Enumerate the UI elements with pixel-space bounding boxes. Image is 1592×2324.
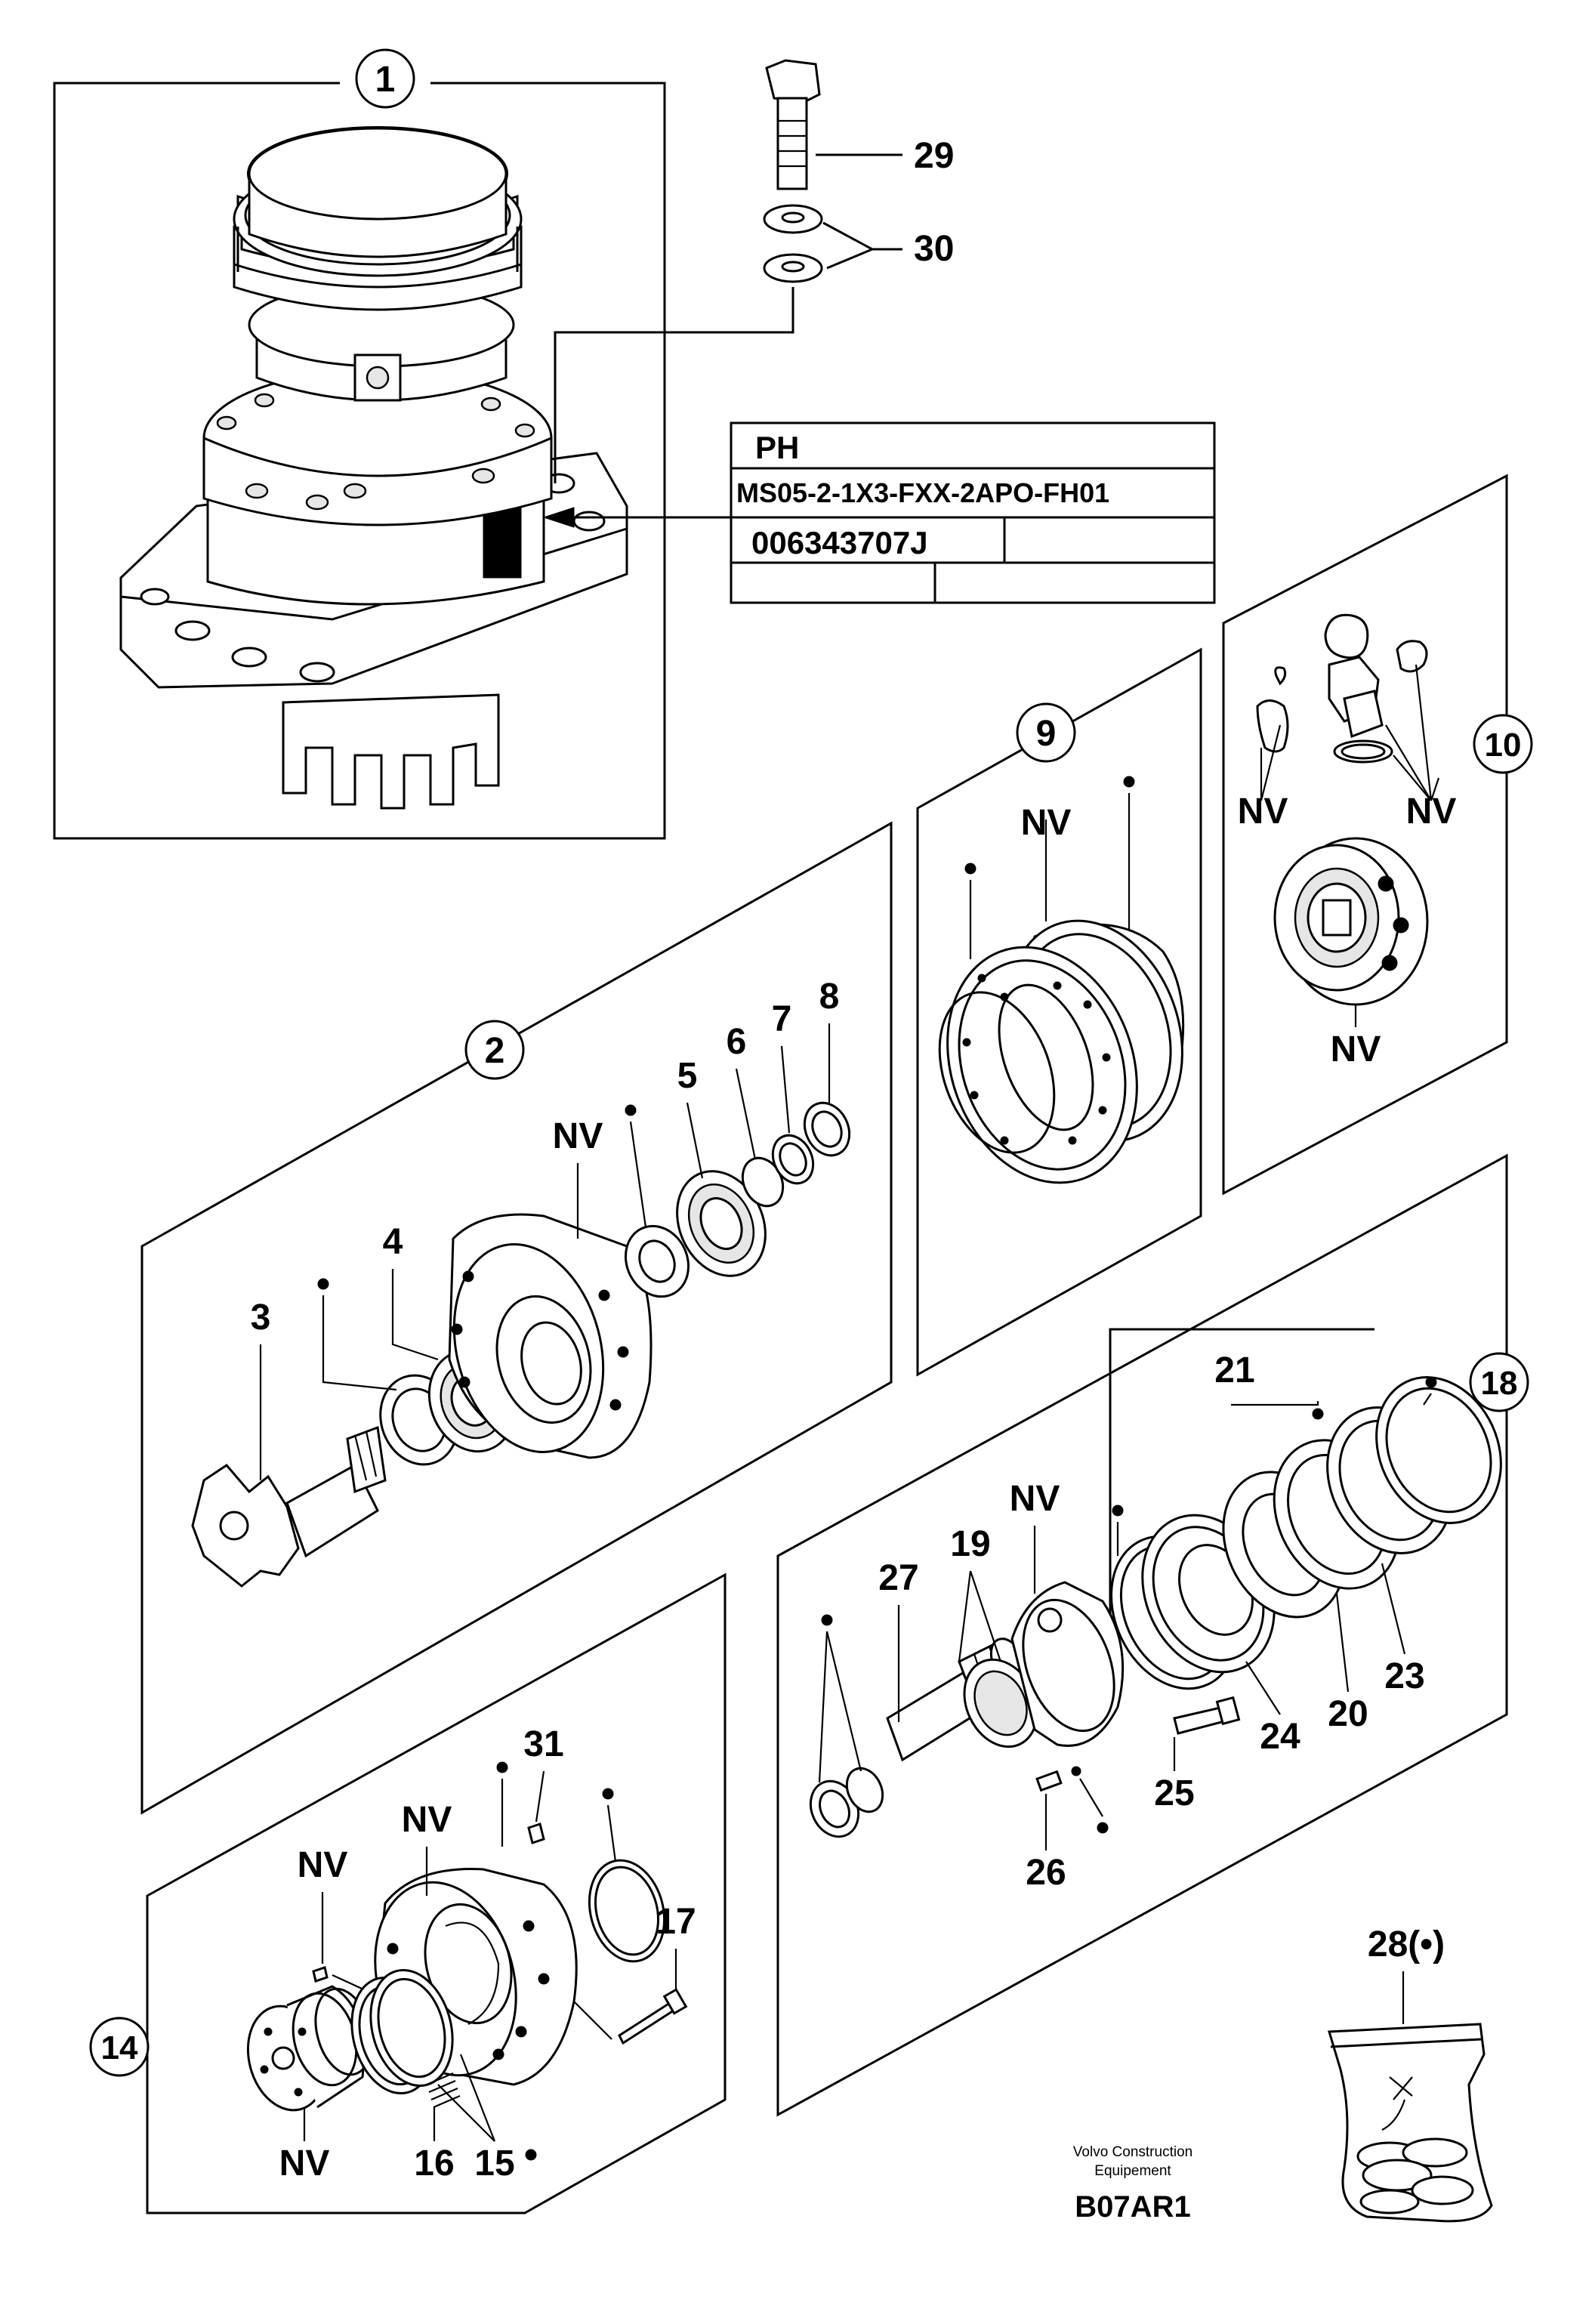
brake-group-parts: 27 19 NV 25 26 24 (809, 1350, 1502, 1893)
group-10-nv-left: NV (1238, 792, 1288, 832)
part-6-label: 6 (727, 1022, 747, 1062)
part-8-label: 8 (819, 977, 840, 1017)
bolt-29-and-washers-30: 29 30 (554, 59, 954, 483)
group-1-frame: 1 (53, 48, 666, 840)
part-14-nv-top: NV (402, 1800, 452, 1840)
group-2-label: 2 (485, 1031, 505, 1071)
part-28-label: 28(•) (1368, 1924, 1445, 1964)
group-18-label: 18 (1481, 1365, 1518, 1402)
part-29-label: 29 (914, 136, 954, 176)
swing-motor-assembly (119, 126, 628, 810)
part-2-nv-label: NV (553, 1116, 603, 1156)
group-14-label: 14 (101, 2029, 138, 2066)
footer-drawing-code: B07AR1 (1075, 2190, 1190, 2224)
part-30-label: 30 (914, 229, 954, 269)
part-27-label: 27 (878, 1558, 918, 1598)
valve-block-parts: NV 31 17 NV NV (246, 1724, 696, 2184)
plate-row2: MS05-2-1X3-FXX-2APO-FH01 (736, 477, 1109, 508)
housing-ring-part: NV (938, 776, 1185, 1184)
group-9-label: 9 (1036, 714, 1057, 754)
footer-company-line2: Equipement (1094, 2163, 1171, 2179)
plate-row3: 006343707J (751, 525, 928, 560)
part-25-label: 25 (1154, 1773, 1194, 1813)
part-14-nv-bottom: NV (279, 2143, 330, 2184)
part-3-label: 3 (251, 1298, 271, 1338)
group-14-frame: 14 (89, 1572, 727, 2214)
group-18-frame: 18 (776, 1153, 1529, 2117)
part-5-label: 5 (677, 1056, 698, 1096)
pinion-shaft-parts: 3 4 NV 5 (191, 977, 851, 1588)
part-15-label: 15 (474, 2143, 514, 2184)
group-10-nv-right: NV (1406, 792, 1457, 832)
part-21-label: 21 (1214, 1350, 1254, 1390)
group-1-label: 1 (375, 60, 396, 100)
group-2-frame: 2 (140, 821, 893, 1815)
part-4-label: 4 (383, 1222, 403, 1262)
part-20-label: 20 (1328, 1694, 1368, 1734)
group-9-nv-label: NV (1021, 803, 1072, 843)
part-26-label: 26 (1026, 1853, 1066, 1893)
part-7-label: 7 (772, 999, 792, 1039)
group-9-frame: 9 (916, 647, 1202, 1377)
plate-row1: PH (755, 430, 799, 465)
brake-parts: NV NV NV (1238, 613, 1457, 1069)
footer: Volvo Construction Equipement B07AR1 (1073, 2144, 1192, 2224)
group-10-label: 10 (1485, 727, 1522, 764)
part-24-label: 24 (1260, 1717, 1300, 1757)
part-31-label: 31 (523, 1724, 563, 1764)
part-17-label: 17 (656, 1902, 696, 1942)
footer-company-line1: Volvo Construction (1073, 2144, 1192, 2160)
seal-kit-bag-28: 28(•) (1328, 1924, 1493, 2223)
part-18-nv-label: NV (1010, 1479, 1060, 1519)
part-16-label: 16 (414, 2143, 454, 2184)
part-23-label: 23 (1384, 1656, 1424, 1696)
part-19-label: 19 (950, 1524, 990, 1564)
identification-plate: PH MS05-2-1X3-FXX-2APO-FH01 006343707J (542, 421, 1216, 604)
group-10-nv-bottom: NV (1331, 1029, 1381, 1069)
group-10-frame: 10 (1222, 474, 1533, 1196)
part-14-nv-left: NV (298, 1845, 348, 1885)
